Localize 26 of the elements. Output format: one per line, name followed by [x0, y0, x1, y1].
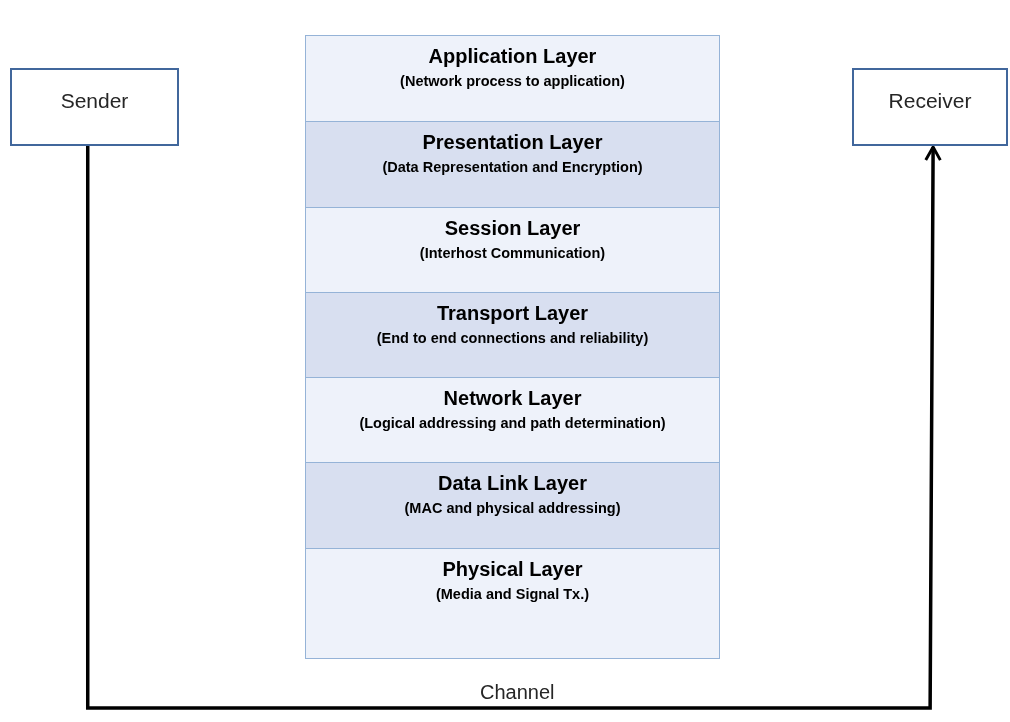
layer-band	[305, 377, 720, 463]
layer-description: (Logical addressing and path determination)	[359, 414, 666, 433]
layer-band	[305, 121, 720, 208]
connector-arrow	[86, 145, 942, 710]
layer-description: (End to end connections and reliability)	[376, 329, 649, 348]
layer-description: (MAC and physical addressing)	[404, 499, 621, 518]
layer-description: (Interhost Communication)	[419, 244, 606, 263]
box-label: Receiver	[888, 88, 972, 115]
layer-description: (Data Representation and Encryption)	[382, 158, 643, 177]
layer-title: Session Layer	[444, 216, 581, 241]
box-label: Sender	[60, 88, 129, 115]
layer-description: (Network process to application)	[400, 72, 625, 91]
layer-band	[305, 35, 720, 122]
layer-title: Presentation Layer	[422, 130, 603, 155]
layer-band	[305, 292, 720, 378]
layer-description: (Media and Signal Tx.)	[435, 585, 590, 604]
layer-title: Network Layer	[443, 386, 582, 411]
layer-title: Data Link Layer	[438, 471, 587, 496]
layer-band	[305, 462, 720, 549]
layer-band	[305, 548, 720, 659]
layer-title: Application Layer	[428, 44, 597, 69]
endpoint-box	[10, 68, 179, 146]
layer-band	[305, 207, 720, 293]
layer-title: Transport Layer	[436, 301, 589, 326]
layer-title: Physical Layer	[442, 557, 583, 582]
endpoint-box	[852, 68, 1008, 146]
